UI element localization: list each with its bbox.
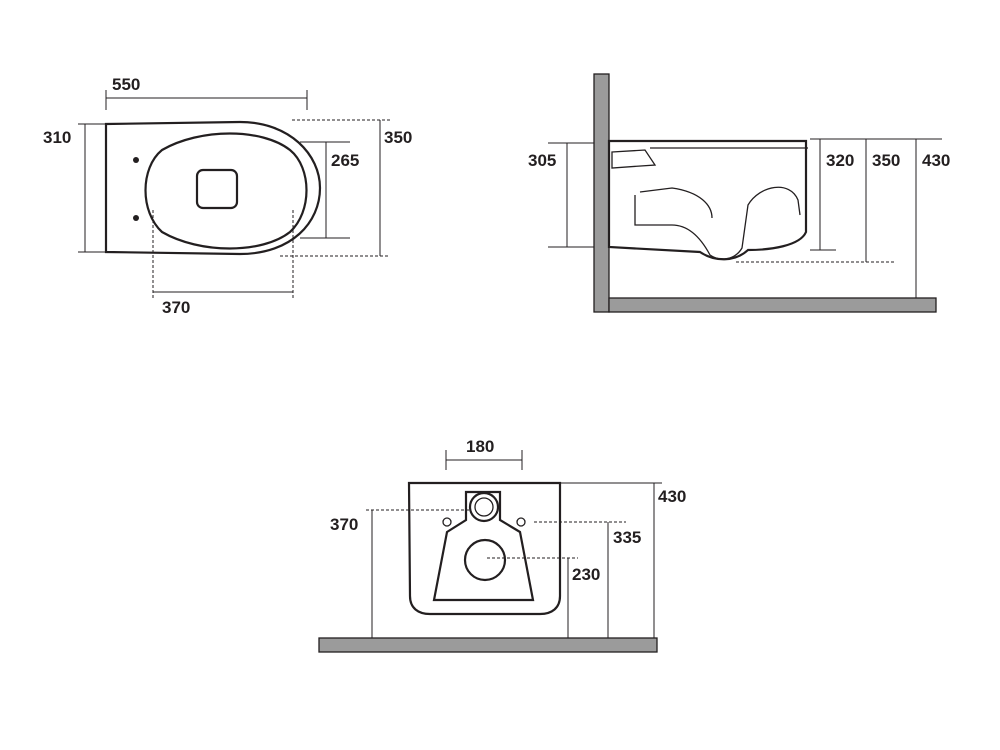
- side-view-floor: [608, 297, 937, 313]
- dim-side-seat-height: 305: [528, 151, 556, 170]
- dim-side-rim-350: 350: [872, 151, 900, 170]
- side-view-bowl: [607, 139, 808, 261]
- dim-back-outlet-height: 230: [572, 565, 600, 584]
- dim-side-rim-320: 320: [826, 151, 854, 170]
- dim-top-width: 550: [112, 75, 140, 94]
- dim-back-fixing-height: 335: [613, 528, 641, 547]
- side-view: 305 320 350 430: [528, 73, 950, 313]
- dim-top-depth-left: 310: [43, 128, 71, 147]
- dim-side-rim-430: 430: [922, 151, 950, 170]
- back-view: 180 370 335 230 430: [318, 437, 686, 653]
- dim-top-seat-depth: 265: [331, 151, 359, 170]
- dim-back-total-height: 430: [658, 487, 686, 506]
- side-view-trapway: [611, 147, 808, 260]
- dim-top-depth-right: 350: [384, 128, 412, 147]
- back-view-outlet: [463, 538, 507, 582]
- top-view-fixing-hole: [133, 215, 139, 221]
- back-view-fixing-hole: [516, 517, 526, 527]
- back-view-fixing-hole: [442, 517, 452, 527]
- dim-back-inlet-spacing: 180: [466, 437, 494, 456]
- top-view-fixing-hole: [133, 157, 139, 163]
- top-view-inner-rect: [195, 168, 239, 210]
- side-view-wall: [593, 73, 610, 313]
- back-view-floor: [318, 637, 658, 653]
- dim-back-inlet-height: 370: [330, 515, 358, 534]
- dim-top-seat-width: 370: [162, 298, 190, 317]
- back-view-inlet: [468, 491, 500, 523]
- top-view: 550 310 350 265 370: [43, 75, 412, 317]
